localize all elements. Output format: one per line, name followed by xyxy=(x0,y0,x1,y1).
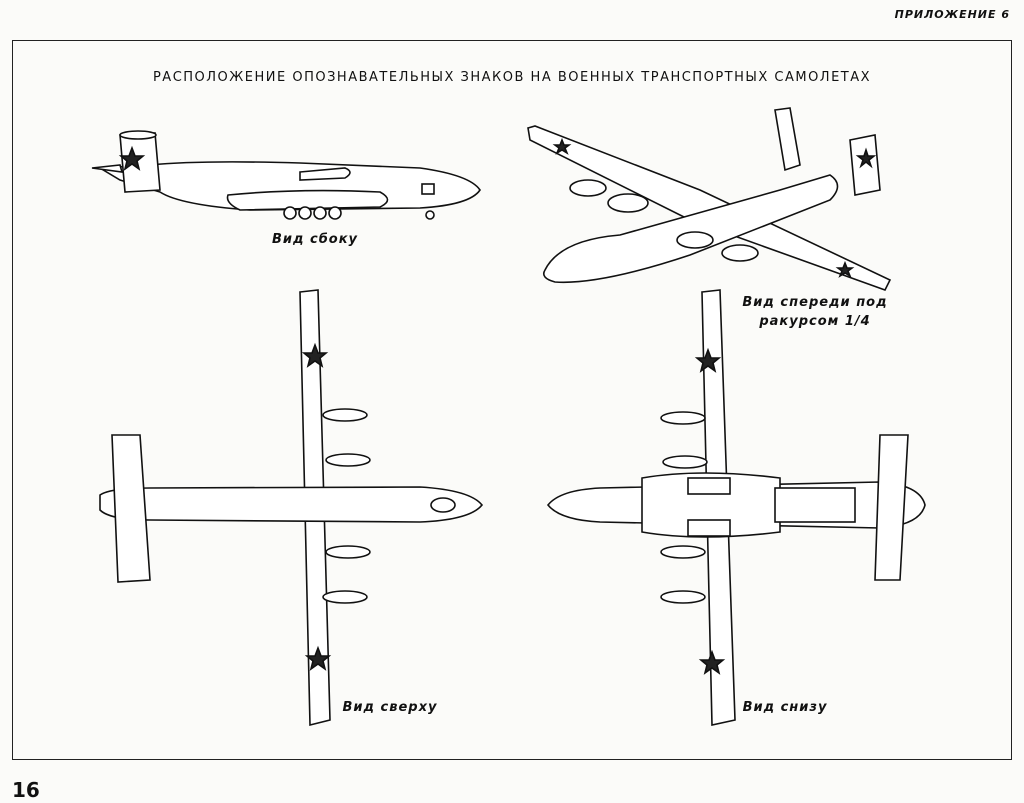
figure-frame xyxy=(12,40,1012,760)
appendix-label: ПРИЛОЖЕНИЕ 6 xyxy=(894,8,1010,21)
bottom-view-caption: Вид снизу xyxy=(742,700,828,715)
aircraft-side-view xyxy=(91,130,481,220)
top-view-caption: Вид сверху xyxy=(342,700,438,715)
aircraft-perspective-view xyxy=(527,107,892,291)
aircraft-top-view xyxy=(99,289,484,727)
front-view-caption-line1: Вид спереди под xyxy=(742,295,888,310)
front-view-caption: Вид спереди под ракурсом 1/4 xyxy=(735,293,895,331)
front-view-caption-line2: ракурсом 1/4 xyxy=(759,314,871,329)
page-number: 16 xyxy=(12,778,40,802)
page-title: РАСПОЛОЖЕНИЕ ОПОЗНАВАТЕЛЬНЫХ ЗНАКОВ НА В… xyxy=(152,70,872,85)
aircraft-bottom-view xyxy=(546,289,926,726)
side-view-caption: Вид сбоку xyxy=(271,232,359,247)
